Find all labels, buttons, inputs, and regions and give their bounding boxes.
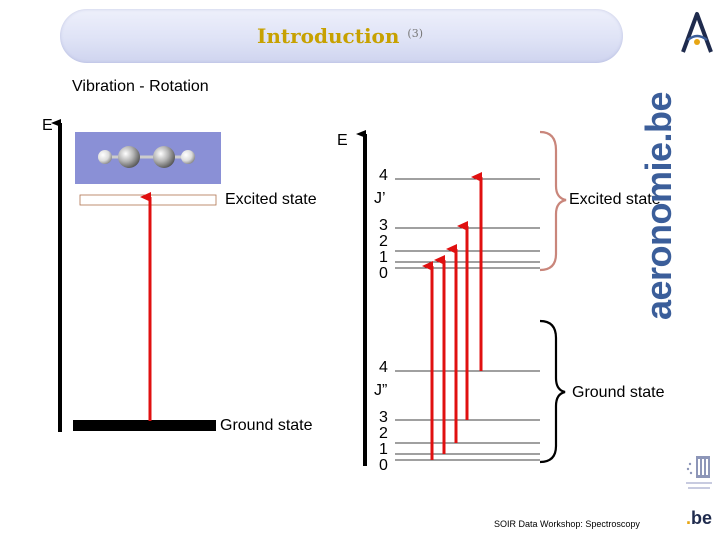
left-ground-state-label: Ground state (220, 417, 313, 434)
be-logo-dot: . (686, 508, 692, 528)
right-excited-state-label: Excited state (569, 191, 661, 208)
upper-label-2: 2 (379, 233, 388, 250)
right-ground-state-label: Ground state (572, 384, 665, 401)
lower-label-4: 4 (379, 359, 388, 376)
lower-label-j: J” (374, 382, 388, 399)
excited-state-bracket (539, 130, 567, 272)
lower-label-0: 0 (379, 457, 388, 474)
ground-state-bracket (539, 319, 566, 464)
upper-label-0: 0 (379, 265, 388, 282)
lower-label-1: 1 (379, 441, 388, 458)
molecule-icon (98, 146, 195, 168)
title-text: Introduction (256, 24, 400, 48)
lower-label-3: 3 (379, 409, 388, 426)
title-number: (3) (407, 27, 424, 40)
upper-label-3: 3 (379, 217, 388, 234)
left-ground-level (73, 420, 216, 431)
left-excited-state-label: Excited state (225, 191, 317, 208)
be-logo-text: be (691, 508, 713, 528)
title-bar (60, 9, 623, 63)
left-excited-level (79, 194, 217, 206)
belspo-logo-icon (686, 456, 712, 489)
institute-logo-icon (681, 12, 713, 53)
left-axis-label: E (42, 117, 53, 134)
lower-label-2: 2 (379, 425, 388, 442)
be-logo: .be (686, 508, 712, 529)
upper-label-4: 4 (379, 167, 388, 184)
footer-text: SOIR Data Workshop: Spectroscopy (494, 519, 640, 529)
right-axis-label: E (337, 132, 348, 149)
upper-label-j: J’ (374, 190, 386, 207)
aeronomie-logo: aeronomie.be (638, 91, 679, 320)
slide-title: Introduction (3) (0, 24, 680, 48)
rotational-transition-arrows (422, 172, 483, 460)
upper-label-1: 1 (379, 249, 388, 266)
subtitle: Vibration - Rotation (72, 78, 209, 95)
